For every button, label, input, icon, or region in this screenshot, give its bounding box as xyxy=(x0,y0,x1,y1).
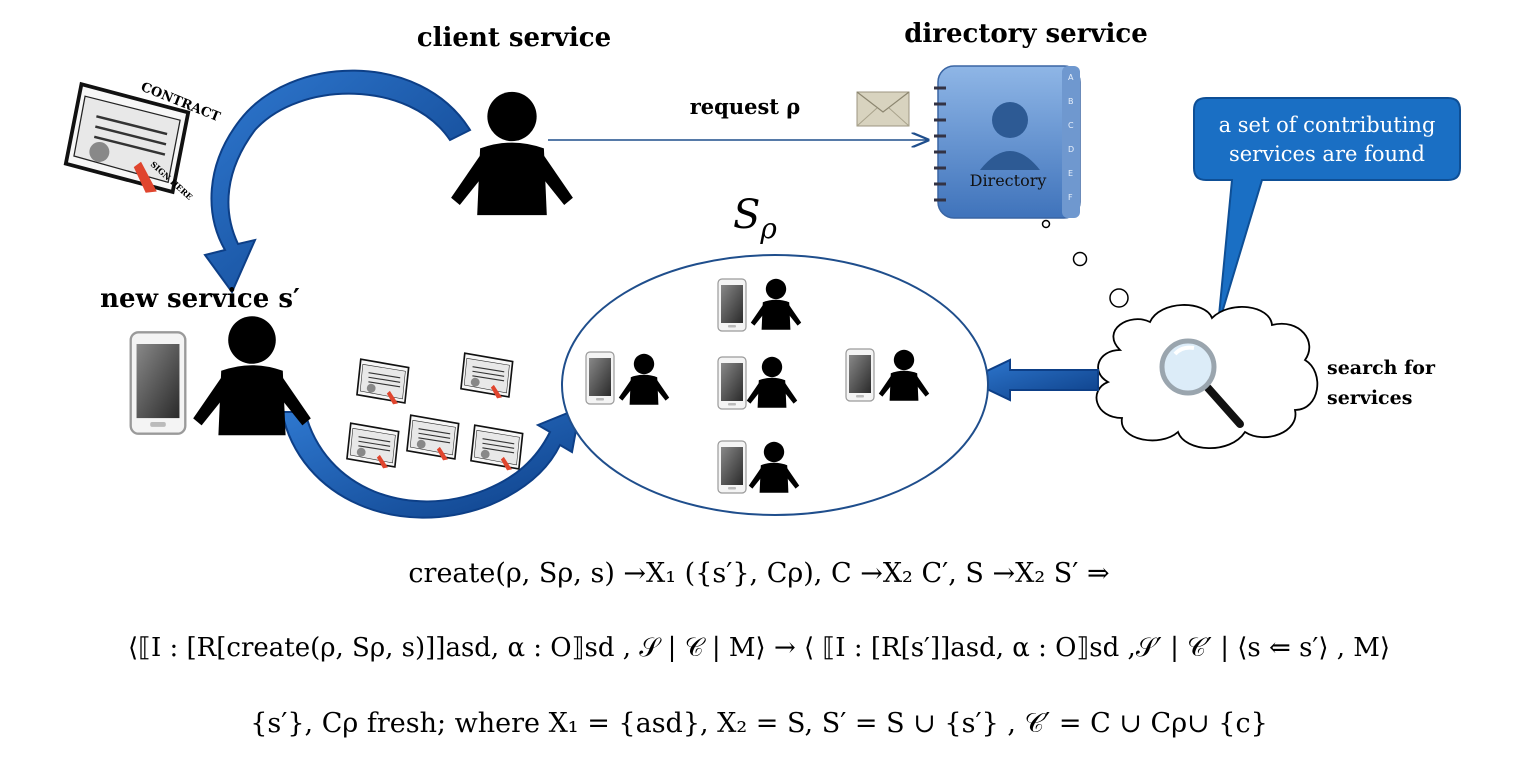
thought-dot xyxy=(1109,288,1129,308)
service-node xyxy=(845,348,875,402)
service-node xyxy=(717,356,747,410)
dir-tab: F xyxy=(1068,193,1073,202)
contract-icon xyxy=(340,418,405,473)
thought-dot xyxy=(1072,251,1088,267)
formula-line-1: create(ρ, Sρ, s) →X₁ ({s′}, Cρ), C →X₂ C… xyxy=(408,558,1110,589)
request-label: request ρ xyxy=(690,94,801,119)
magnifier-icon xyxy=(1159,338,1244,428)
search-label-line1: search for xyxy=(1327,357,1436,379)
directory-service-label: directory service xyxy=(904,19,1148,49)
client-service-label: client service xyxy=(417,23,611,53)
dir-tab: D xyxy=(1068,145,1074,154)
dir-tab: B xyxy=(1068,97,1074,106)
bubble-line2: services are found xyxy=(1229,142,1425,166)
contract-icon xyxy=(464,420,529,475)
service-node xyxy=(717,278,747,332)
directory-tabs: A B C D E F xyxy=(1068,73,1074,202)
directory-book-icon xyxy=(934,65,1081,219)
client-person-icon xyxy=(451,91,573,216)
dir-tab: C xyxy=(1068,121,1074,130)
contract-icon xyxy=(454,348,519,403)
thought-dot xyxy=(1041,219,1051,229)
service-node xyxy=(585,351,615,405)
speech-bubble xyxy=(1193,97,1461,327)
dir-tab: E xyxy=(1068,169,1073,178)
new-service-label: new service s′ xyxy=(100,284,300,314)
smartphone-icon xyxy=(129,331,187,435)
bubble-line1: a set of contributing xyxy=(1219,113,1436,137)
service-node xyxy=(717,440,747,494)
curved-arrow-top xyxy=(203,69,472,294)
envelope-icon xyxy=(856,91,910,127)
contract-icon xyxy=(400,410,465,465)
formula-line-3: {s′}, Cρ fresh; where X₁ = {asd}, X₂ = S… xyxy=(250,708,1268,739)
search-label-line2: services xyxy=(1327,387,1412,409)
contract-icon xyxy=(350,354,415,409)
directory-word: Directory xyxy=(970,171,1047,190)
dir-tab: A xyxy=(1068,73,1074,82)
set-symbol: Sρ xyxy=(733,192,777,245)
search-result-arrow xyxy=(965,358,1099,402)
formula-line-2: ⟨⟦I : [R[create(ρ, Sρ, s)]]asd, α : O⟧sd… xyxy=(127,633,1391,663)
